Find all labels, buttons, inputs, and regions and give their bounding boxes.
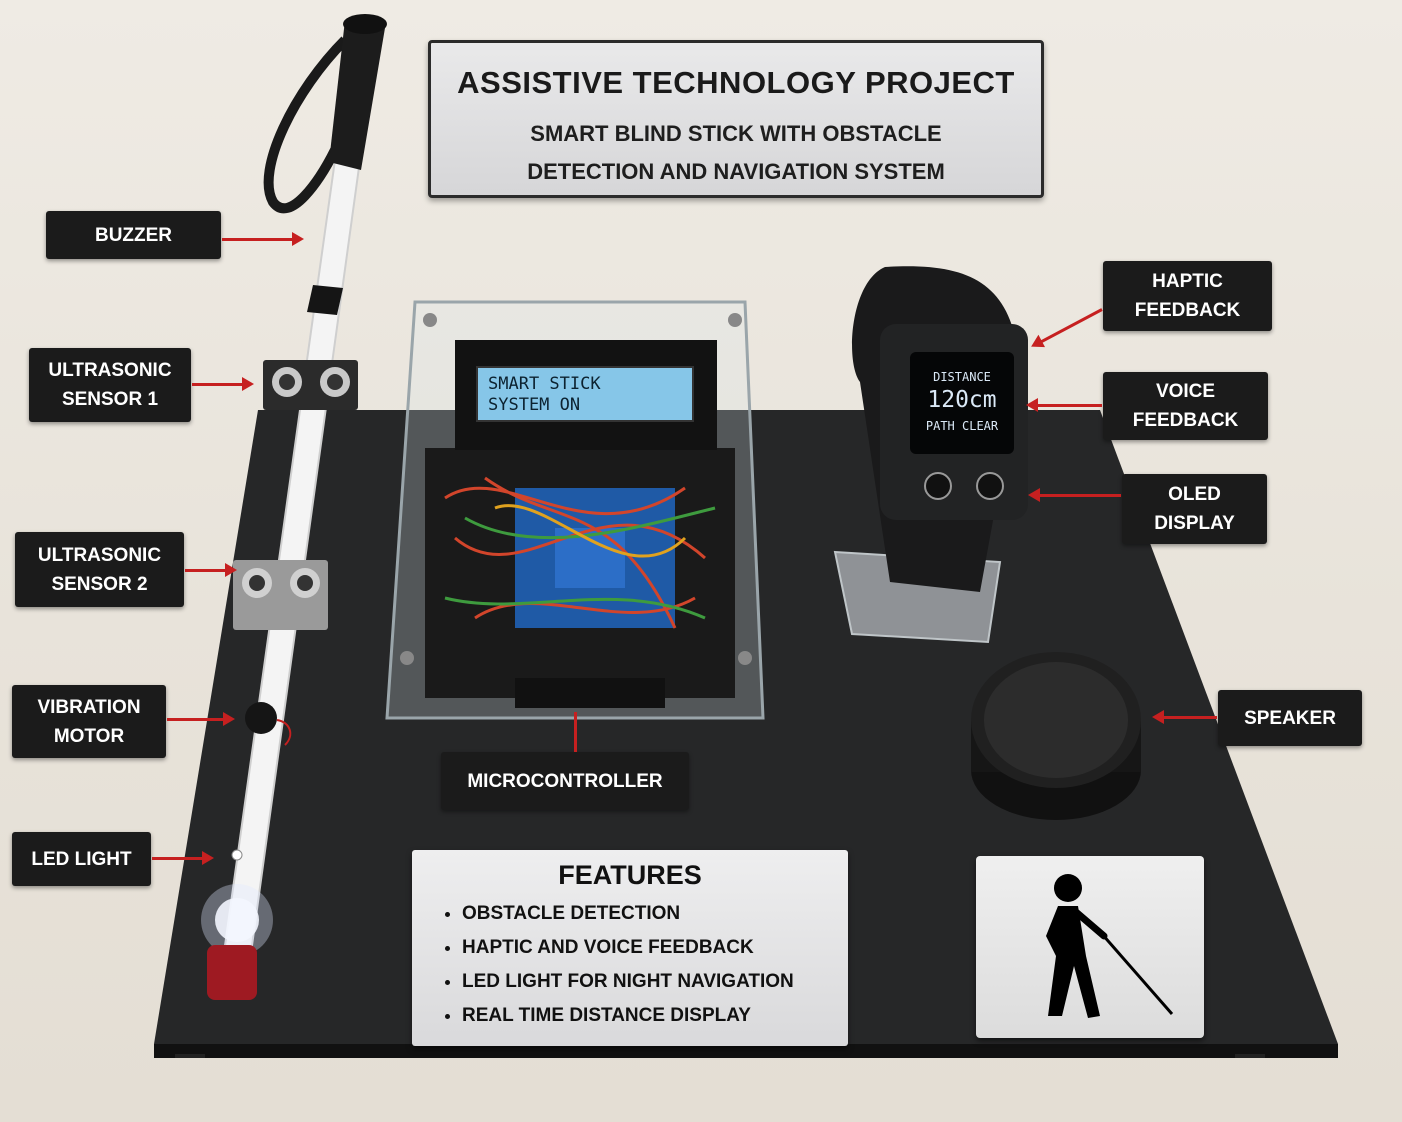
led-light-icon <box>231 849 243 861</box>
label-led-light: LED LIGHT <box>12 832 151 886</box>
features-plaque: FEATURES OBSTACLE DETECTION HAPTIC AND V… <box>412 850 848 1046</box>
blind-person-with-cane-icon <box>1046 874 1174 1018</box>
label-oled-display: OLED DISPLAY <box>1122 474 1267 544</box>
blind-stick <box>201 14 387 1000</box>
list-item: OBSTACLE DETECTION <box>462 897 848 931</box>
project-subtitle-line1: SMART BLIND STICK WITH OBSTACLE <box>530 121 942 146</box>
speaker-icon <box>971 652 1141 820</box>
list-item: LED LIGHT FOR NIGHT NAVIGATION <box>462 965 848 999</box>
arrow-oled-display <box>1028 488 1121 502</box>
accessibility-sign <box>976 856 1204 1038</box>
list-item: REAL TIME DISTANCE DISPLAY <box>462 999 848 1033</box>
lcd-line-1: SMART STICK <box>488 374 601 394</box>
title-plaque: ASSISTIVE TECHNOLOGY PROJECT SMART BLIND… <box>428 40 1044 198</box>
project-title: ASSISTIVE TECHNOLOGY PROJECT <box>457 65 1015 100</box>
oled-distance-label: DISTANCE <box>933 370 991 384</box>
arrow-led-light <box>152 851 214 865</box>
arrow-vibration-motor <box>167 712 235 726</box>
label-ultrasonic-sensor-2: ULTRASONIC SENSOR 2 <box>15 532 184 607</box>
microcontroller-enclosure <box>385 300 765 720</box>
oled-status: PATH CLEAR <box>925 419 999 433</box>
label-ultrasonic-sensor-1: ULTRASONIC SENSOR 1 <box>29 348 191 422</box>
project-subtitle-line2: DETECTION AND NAVIGATION SYSTEM <box>527 159 945 184</box>
oled-distance-value: 120cm <box>927 387 997 413</box>
label-voice-feedback: VOICE FEEDBACK <box>1103 372 1268 440</box>
oled-display: DISTANCE 120cm PATH CLEAR <box>910 352 1014 454</box>
label-vibration-motor: VIBRATION MOTOR <box>12 685 166 758</box>
arrow-buzzer <box>222 232 304 246</box>
arrow-haptic-feedback <box>1039 308 1103 344</box>
label-microcontroller: MICROCONTROLLER <box>441 752 689 810</box>
arrow-ultrasonic-sensor-1 <box>192 377 254 391</box>
vibration-motor-icon <box>245 702 277 734</box>
features-heading: FEATURES <box>558 860 702 890</box>
arrow-ultrasonic-sensor-2 <box>185 563 237 577</box>
label-buzzer: BUZZER <box>46 211 221 259</box>
ultrasonic-sensor-1-icon <box>263 360 358 410</box>
arrow-speaker <box>1152 710 1217 724</box>
list-item: HAPTIC AND VOICE FEEDBACK <box>462 931 848 965</box>
arrow-microcontroller <box>574 712 577 752</box>
lcd-line-2: SYSTEM ON <box>488 395 581 415</box>
ultrasonic-sensor-2-icon <box>233 560 328 630</box>
features-list: OBSTACLE DETECTION HAPTIC AND VOICE FEED… <box>442 897 848 1033</box>
label-haptic-feedback: HAPTIC FEEDBACK <box>1103 261 1272 331</box>
label-speaker: SPEAKER <box>1218 690 1362 746</box>
arrow-voice-feedback <box>1026 398 1102 412</box>
smartwatch <box>833 266 1028 644</box>
